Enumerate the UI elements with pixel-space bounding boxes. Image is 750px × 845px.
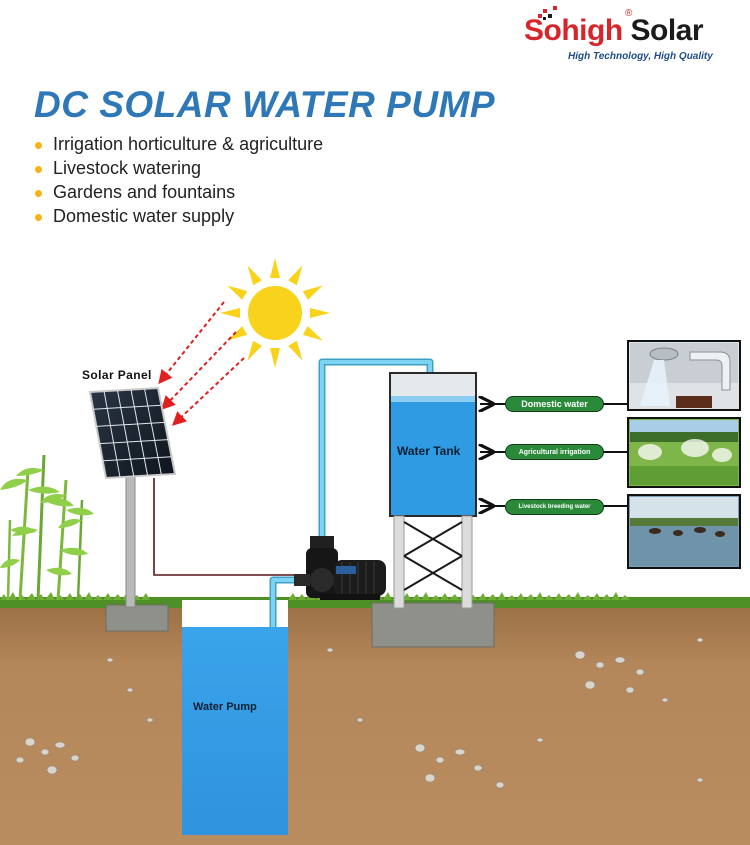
supply-arrows (480, 404, 628, 506)
sunlight-arrows (158, 301, 245, 426)
application-text: Gardens and fountains (53, 182, 236, 202)
application-item: Irrigation horticulture & agriculture (34, 134, 323, 158)
use-tag-domestic: Domestic water (505, 396, 604, 412)
well-water (182, 627, 288, 835)
brand-name-part2: Solar (630, 14, 704, 47)
sprinkler-field-photo-icon (627, 417, 741, 488)
application-list: Irrigation horticulture & agriculture Li… (34, 134, 323, 230)
use-tag-livestock: Livestock breeding water (505, 499, 604, 515)
panel-pole (125, 471, 136, 608)
brand-logo: Sohigh Solar ® High Technology, High Qua… (520, 6, 740, 64)
use-tag-agricultural: Agricultural irrigation (505, 444, 604, 460)
application-text: Livestock watering (53, 158, 202, 178)
bullet-icon (35, 214, 42, 221)
sun-icon (220, 258, 330, 368)
water-pump-label: Water Pump (193, 701, 257, 713)
registered-mark: ® (625, 8, 633, 19)
water-tank-icon (389, 372, 477, 609)
bullet-icon (35, 142, 42, 149)
application-text: Irrigation horticulture & agriculture (53, 134, 324, 154)
water-pump-icon (294, 536, 386, 600)
faucet-photo-icon (627, 340, 741, 411)
application-text: Domestic water supply (53, 206, 235, 226)
solar-panel-icon (88, 386, 177, 480)
bamboo-plant-icon (0, 454, 94, 601)
page-title: DC SOLAR WATER PUMP (34, 84, 496, 125)
brand-name: Sohigh Solar (524, 14, 704, 48)
bullet-icon (35, 166, 42, 173)
power-cable (153, 478, 306, 576)
application-item: Livestock watering (34, 158, 323, 182)
logo-pixel-icon (538, 6, 557, 20)
application-item: Domestic water supply (34, 206, 323, 230)
solar-panel-label: Solar Panel (82, 368, 152, 382)
cattle-pond-photo-icon (627, 494, 741, 569)
brand-tagline: High Technology, High Quality (568, 51, 713, 62)
soil-rocks (15, 637, 704, 789)
water-tank-label: Water Tank (397, 444, 461, 458)
tank-footing (371, 602, 495, 648)
water-pipes (269, 358, 434, 627)
bullet-icon (35, 190, 42, 197)
application-item: Gardens and fountains (34, 182, 323, 206)
panel-pole-footing (105, 604, 169, 632)
brand-name-part1: Sohigh (524, 14, 623, 47)
